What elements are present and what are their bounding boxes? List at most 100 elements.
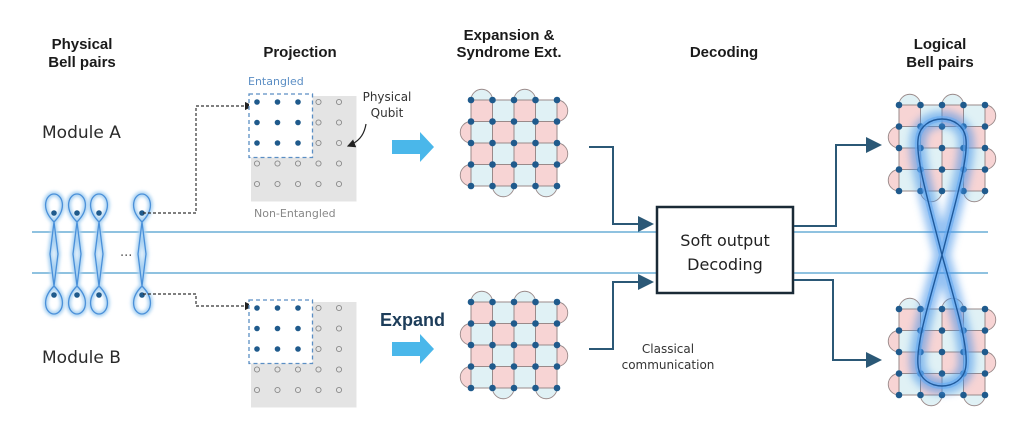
bell-pair-qubit-top xyxy=(51,210,57,216)
bell-pair-loop xyxy=(68,193,86,315)
data-qubit xyxy=(489,363,496,370)
non-entangled-qubit xyxy=(315,160,322,167)
x-stabilizer xyxy=(492,302,514,324)
data-qubit xyxy=(510,363,518,370)
boundary-stabilizer xyxy=(513,290,536,303)
data-qubit xyxy=(467,363,475,370)
data-qubit xyxy=(553,182,561,190)
connector-decoder-to-logical-b xyxy=(794,279,882,368)
data-qubit xyxy=(981,327,989,334)
logical-patch-module-a xyxy=(887,93,997,203)
non-entangled-qubit xyxy=(315,139,322,147)
surface-code-patch-module-b xyxy=(459,290,569,400)
physical-qubit-label-line1: Physical xyxy=(363,90,412,104)
z-stabilizer xyxy=(514,345,536,367)
x-stabilizer xyxy=(492,345,514,367)
boundary-stabilizer xyxy=(920,394,943,407)
non-entangled-qubit xyxy=(294,180,302,188)
x-stabilizer xyxy=(471,164,493,186)
entangled-region xyxy=(249,300,313,364)
data-qubit xyxy=(532,320,539,327)
data-qubit xyxy=(467,139,475,147)
entangled-qubit xyxy=(295,305,301,311)
data-qubit xyxy=(938,187,946,195)
non-entangled-qubit xyxy=(253,366,261,373)
z-stabilizer xyxy=(471,345,493,367)
data-qubit xyxy=(981,123,989,130)
non-entangled-qubit xyxy=(274,180,281,188)
boundary-stabilizer xyxy=(556,99,569,122)
boundary-stabilizer xyxy=(556,301,569,324)
data-qubit xyxy=(895,305,903,313)
boundary-stabilizer xyxy=(984,308,997,331)
z-stabilizer xyxy=(514,302,536,324)
z-stabilizer xyxy=(492,121,514,143)
x-stabilizer xyxy=(492,143,514,165)
module-a-label: Module A xyxy=(42,123,121,143)
data-qubit xyxy=(489,182,496,190)
header-projection: Projection xyxy=(263,44,336,61)
connector-decoder-to-logical-a xyxy=(794,137,882,227)
entangled-qubit xyxy=(274,140,281,146)
non-entangled-qubit xyxy=(315,345,322,353)
header-physical-line2: Bell pairs xyxy=(48,54,116,71)
boundary-stabilizer xyxy=(887,373,900,396)
bell-pair-qubit-bottom xyxy=(139,292,145,298)
classical-label-line1: Classical xyxy=(642,342,694,356)
boundary-stabilizer xyxy=(963,190,986,203)
data-qubit xyxy=(489,139,496,147)
data-qubit xyxy=(938,166,946,173)
boundary-stabilizer xyxy=(459,366,472,389)
x-stabilizer xyxy=(535,345,557,367)
non-entangled-qubit xyxy=(315,366,322,373)
data-qubit xyxy=(981,348,989,356)
bell-pair-qubit-bottom xyxy=(74,292,80,298)
boundary-stabilizer xyxy=(513,88,536,101)
data-qubit xyxy=(553,341,561,349)
data-qubit xyxy=(510,341,518,349)
data-qubit xyxy=(467,298,475,306)
data-qubit xyxy=(510,139,518,147)
data-qubit xyxy=(981,370,989,377)
data-qubit xyxy=(895,101,903,109)
x-stabilizer xyxy=(963,105,985,127)
x-stabilizer xyxy=(535,143,557,165)
entangled-qubit xyxy=(295,346,301,352)
bell-pair-qubit-top xyxy=(96,210,102,216)
data-qubit xyxy=(532,161,539,168)
header-expansion-line2: Syndrome Ext. xyxy=(456,44,561,61)
surface-code-patch-module-a xyxy=(459,88,569,198)
data-qubit xyxy=(938,327,946,334)
data-qubit xyxy=(553,320,561,327)
classical-label-line2: communication xyxy=(622,358,715,372)
x-stabilizer xyxy=(471,323,493,345)
z-stabilizer xyxy=(492,164,514,186)
module-b-label: Module B xyxy=(42,348,121,368)
decoder-label-line1: Soft output xyxy=(680,231,769,250)
non-entangled-qubit xyxy=(253,180,261,188)
data-qubit xyxy=(917,391,924,399)
bell-pair-qubit-top xyxy=(74,210,80,216)
boundary-stabilizer xyxy=(459,121,472,144)
boundary-stabilizer xyxy=(470,88,493,101)
entangled-qubit xyxy=(254,346,260,352)
data-qubit xyxy=(532,182,539,190)
decoder-label-line2: Decoding xyxy=(687,255,763,274)
data-qubit xyxy=(510,182,518,190)
boundary-stabilizer xyxy=(535,185,558,198)
boundary-stabilizer xyxy=(459,323,472,346)
x-stabilizer xyxy=(514,121,536,143)
z-stabilizer xyxy=(535,366,557,388)
non-entangled-qubit xyxy=(335,304,343,312)
boundary-stabilizer xyxy=(941,93,964,106)
data-qubit xyxy=(938,101,946,109)
data-qubit xyxy=(981,144,989,152)
data-qubit xyxy=(489,96,496,104)
non-entangled-label: Non-Entangled xyxy=(254,207,336,220)
connector-module-b xyxy=(143,293,254,311)
non-entangled-qubit xyxy=(274,366,281,373)
boundary-stabilizer xyxy=(556,344,569,367)
data-qubit xyxy=(938,370,946,377)
data-qubit xyxy=(895,327,903,334)
z-stabilizer xyxy=(899,105,921,127)
